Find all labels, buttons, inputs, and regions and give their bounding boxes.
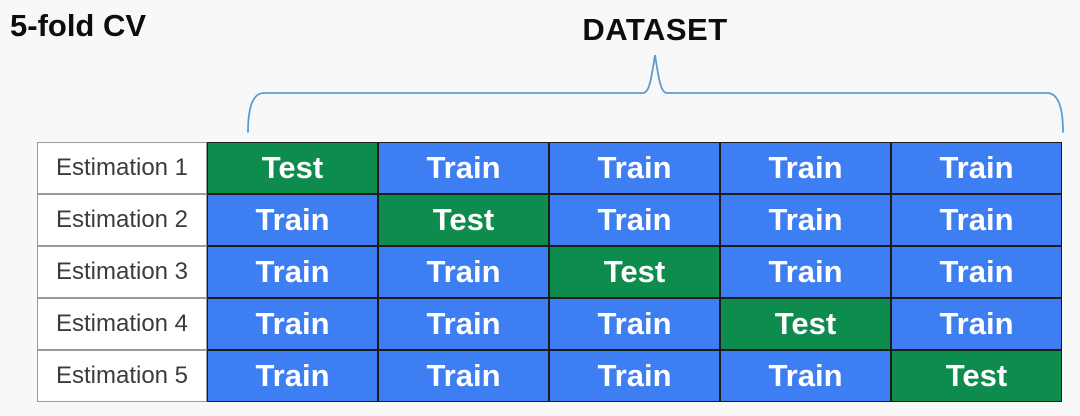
test-cell: Test (549, 246, 720, 298)
train-cell: Train (891, 142, 1062, 194)
train-cell: Train (378, 142, 549, 194)
train-cell: Train (207, 246, 378, 298)
row-label: Estimation 1 (37, 142, 207, 194)
train-cell: Train (720, 246, 891, 298)
train-cell: Train (378, 298, 549, 350)
train-cell: Train (891, 194, 1062, 246)
train-cell: Train (207, 350, 378, 402)
train-cell: Train (891, 298, 1062, 350)
train-cell: Train (378, 350, 549, 402)
curly-brace-up-icon (247, 54, 1064, 133)
test-cell: Test (378, 194, 549, 246)
train-cell: Train (549, 194, 720, 246)
page-title: 5-fold CV (10, 8, 147, 43)
train-cell: Train (207, 194, 378, 246)
dataset-label: DATASET (582, 12, 728, 47)
train-cell: Train (549, 298, 720, 350)
row-label: Estimation 3 (37, 246, 207, 298)
train-cell: Train (207, 298, 378, 350)
train-cell: Train (720, 142, 891, 194)
row-label: Estimation 2 (37, 194, 207, 246)
train-cell: Train (720, 350, 891, 402)
train-cell: Train (378, 246, 549, 298)
train-cell: Train (549, 142, 720, 194)
test-cell: Test (891, 350, 1062, 402)
test-cell: Test (720, 298, 891, 350)
row-label: Estimation 5 (37, 350, 207, 402)
train-cell: Train (891, 246, 1062, 298)
train-cell: Train (720, 194, 891, 246)
train-cell: Train (549, 350, 720, 402)
row-label: Estimation 4 (37, 298, 207, 350)
test-cell: Test (207, 142, 378, 194)
